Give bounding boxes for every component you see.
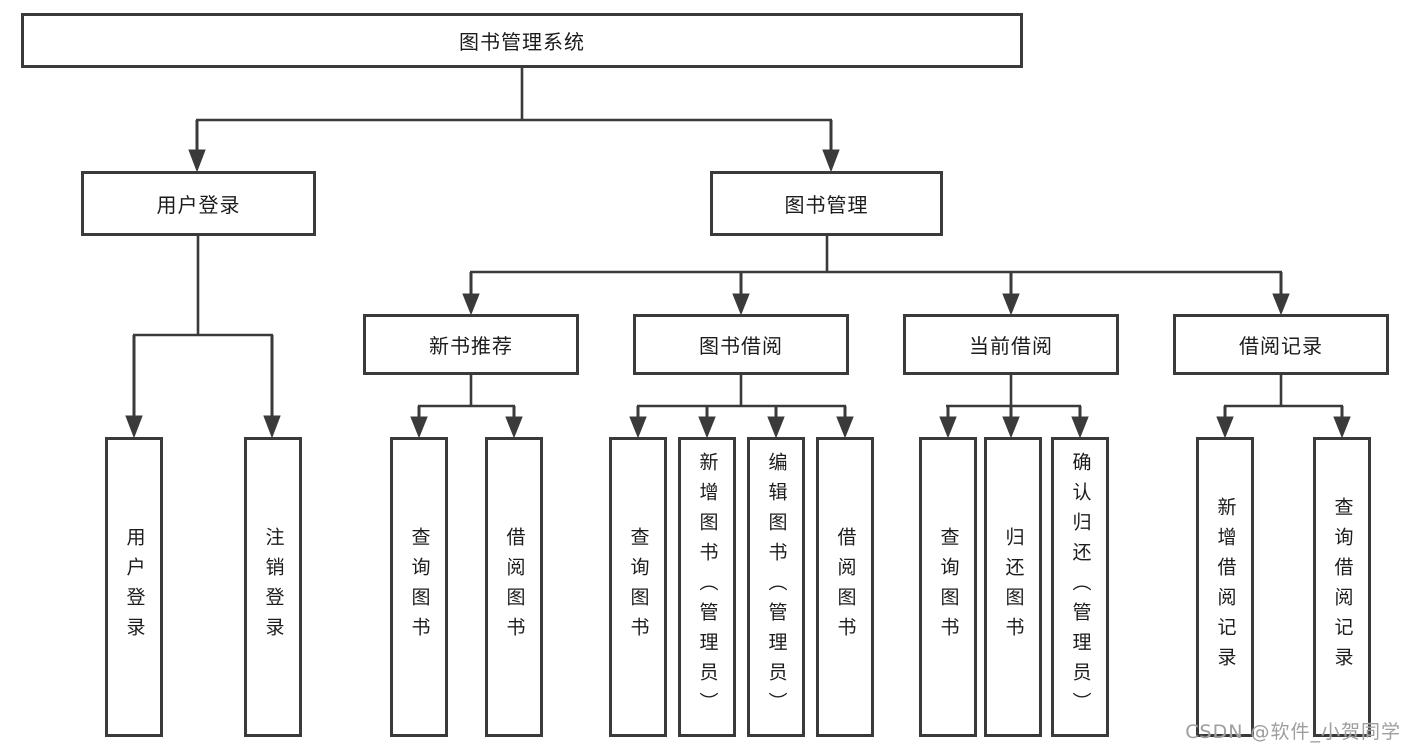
node-borrowing-records: 借阅记录 <box>1173 314 1389 375</box>
node-new-book-recommendation-label: 新书推荐 <box>429 334 513 358</box>
node-new-book-recommendation: 新书推荐 <box>363 314 579 375</box>
leaf-recommend-query-books-label: 查询图书 <box>408 527 431 647</box>
leaf-user-login-label: 用户登录 <box>123 527 146 647</box>
leaf-return-books-label: 归还图书 <box>1002 527 1025 647</box>
leaf-recommend-query-books: 查询图书 <box>390 437 448 737</box>
leaf-borrow-books: 借阅图书 <box>816 437 874 737</box>
csdn-watermark: CSDN @软件_小贺同学 <box>1185 721 1401 743</box>
node-current-borrowing-label: 当前借阅 <box>969 334 1053 358</box>
leaf-borrow-books-label: 借阅图书 <box>834 527 857 647</box>
leaf-recommend-borrow-books: 借阅图书 <box>485 437 543 737</box>
leaf-borrow-query-books: 查询图书 <box>609 437 667 737</box>
leaf-recommend-borrow-books-label: 借阅图书 <box>503 527 526 647</box>
leaf-confirm-return-admin: 确认归还（管理员） <box>1051 437 1109 737</box>
node-borrowing-records-label: 借阅记录 <box>1239 334 1323 358</box>
leaf-return-books: 归还图书 <box>984 437 1042 737</box>
node-book-borrowing: 图书借阅 <box>633 314 849 375</box>
leaf-user-login: 用户登录 <box>105 437 163 737</box>
leaf-current-query-books-label: 查询图书 <box>937 527 960 647</box>
leaf-add-books-admin: 新增图书（管理员） <box>678 437 736 737</box>
leaf-confirm-return-admin-label: 确认归还（管理员） <box>1069 452 1092 722</box>
leaf-borrow-query-books-label: 查询图书 <box>627 527 650 647</box>
node-book-borrowing-label: 图书借阅 <box>699 334 783 358</box>
node-current-borrowing: 当前借阅 <box>903 314 1119 375</box>
node-library-system-label: 图书管理系统 <box>459 30 585 54</box>
leaf-edit-books-admin: 编辑图书（管理员） <box>747 437 805 737</box>
node-user-login: 用户登录 <box>81 171 316 236</box>
leaf-add-borrow-record: 新增借阅记录 <box>1196 437 1254 737</box>
leaf-add-borrow-record-label: 新增借阅记录 <box>1214 497 1237 677</box>
leaf-add-books-admin-label: 新增图书（管理员） <box>696 452 719 722</box>
node-library-system: 图书管理系统 <box>21 13 1023 68</box>
leaf-query-borrow-record-label: 查询借阅记录 <box>1331 497 1354 677</box>
node-book-management-label: 图书管理 <box>784 193 869 217</box>
leaf-logout-label: 注销登录 <box>262 527 285 647</box>
node-book-management: 图书管理 <box>710 171 943 236</box>
node-user-login-label: 用户登录 <box>156 193 241 217</box>
leaf-current-query-books: 查询图书 <box>919 437 977 737</box>
leaf-edit-books-admin-label: 编辑图书（管理员） <box>765 452 788 722</box>
leaf-query-borrow-record: 查询借阅记录 <box>1313 437 1371 737</box>
leaf-logout: 注销登录 <box>244 437 302 737</box>
